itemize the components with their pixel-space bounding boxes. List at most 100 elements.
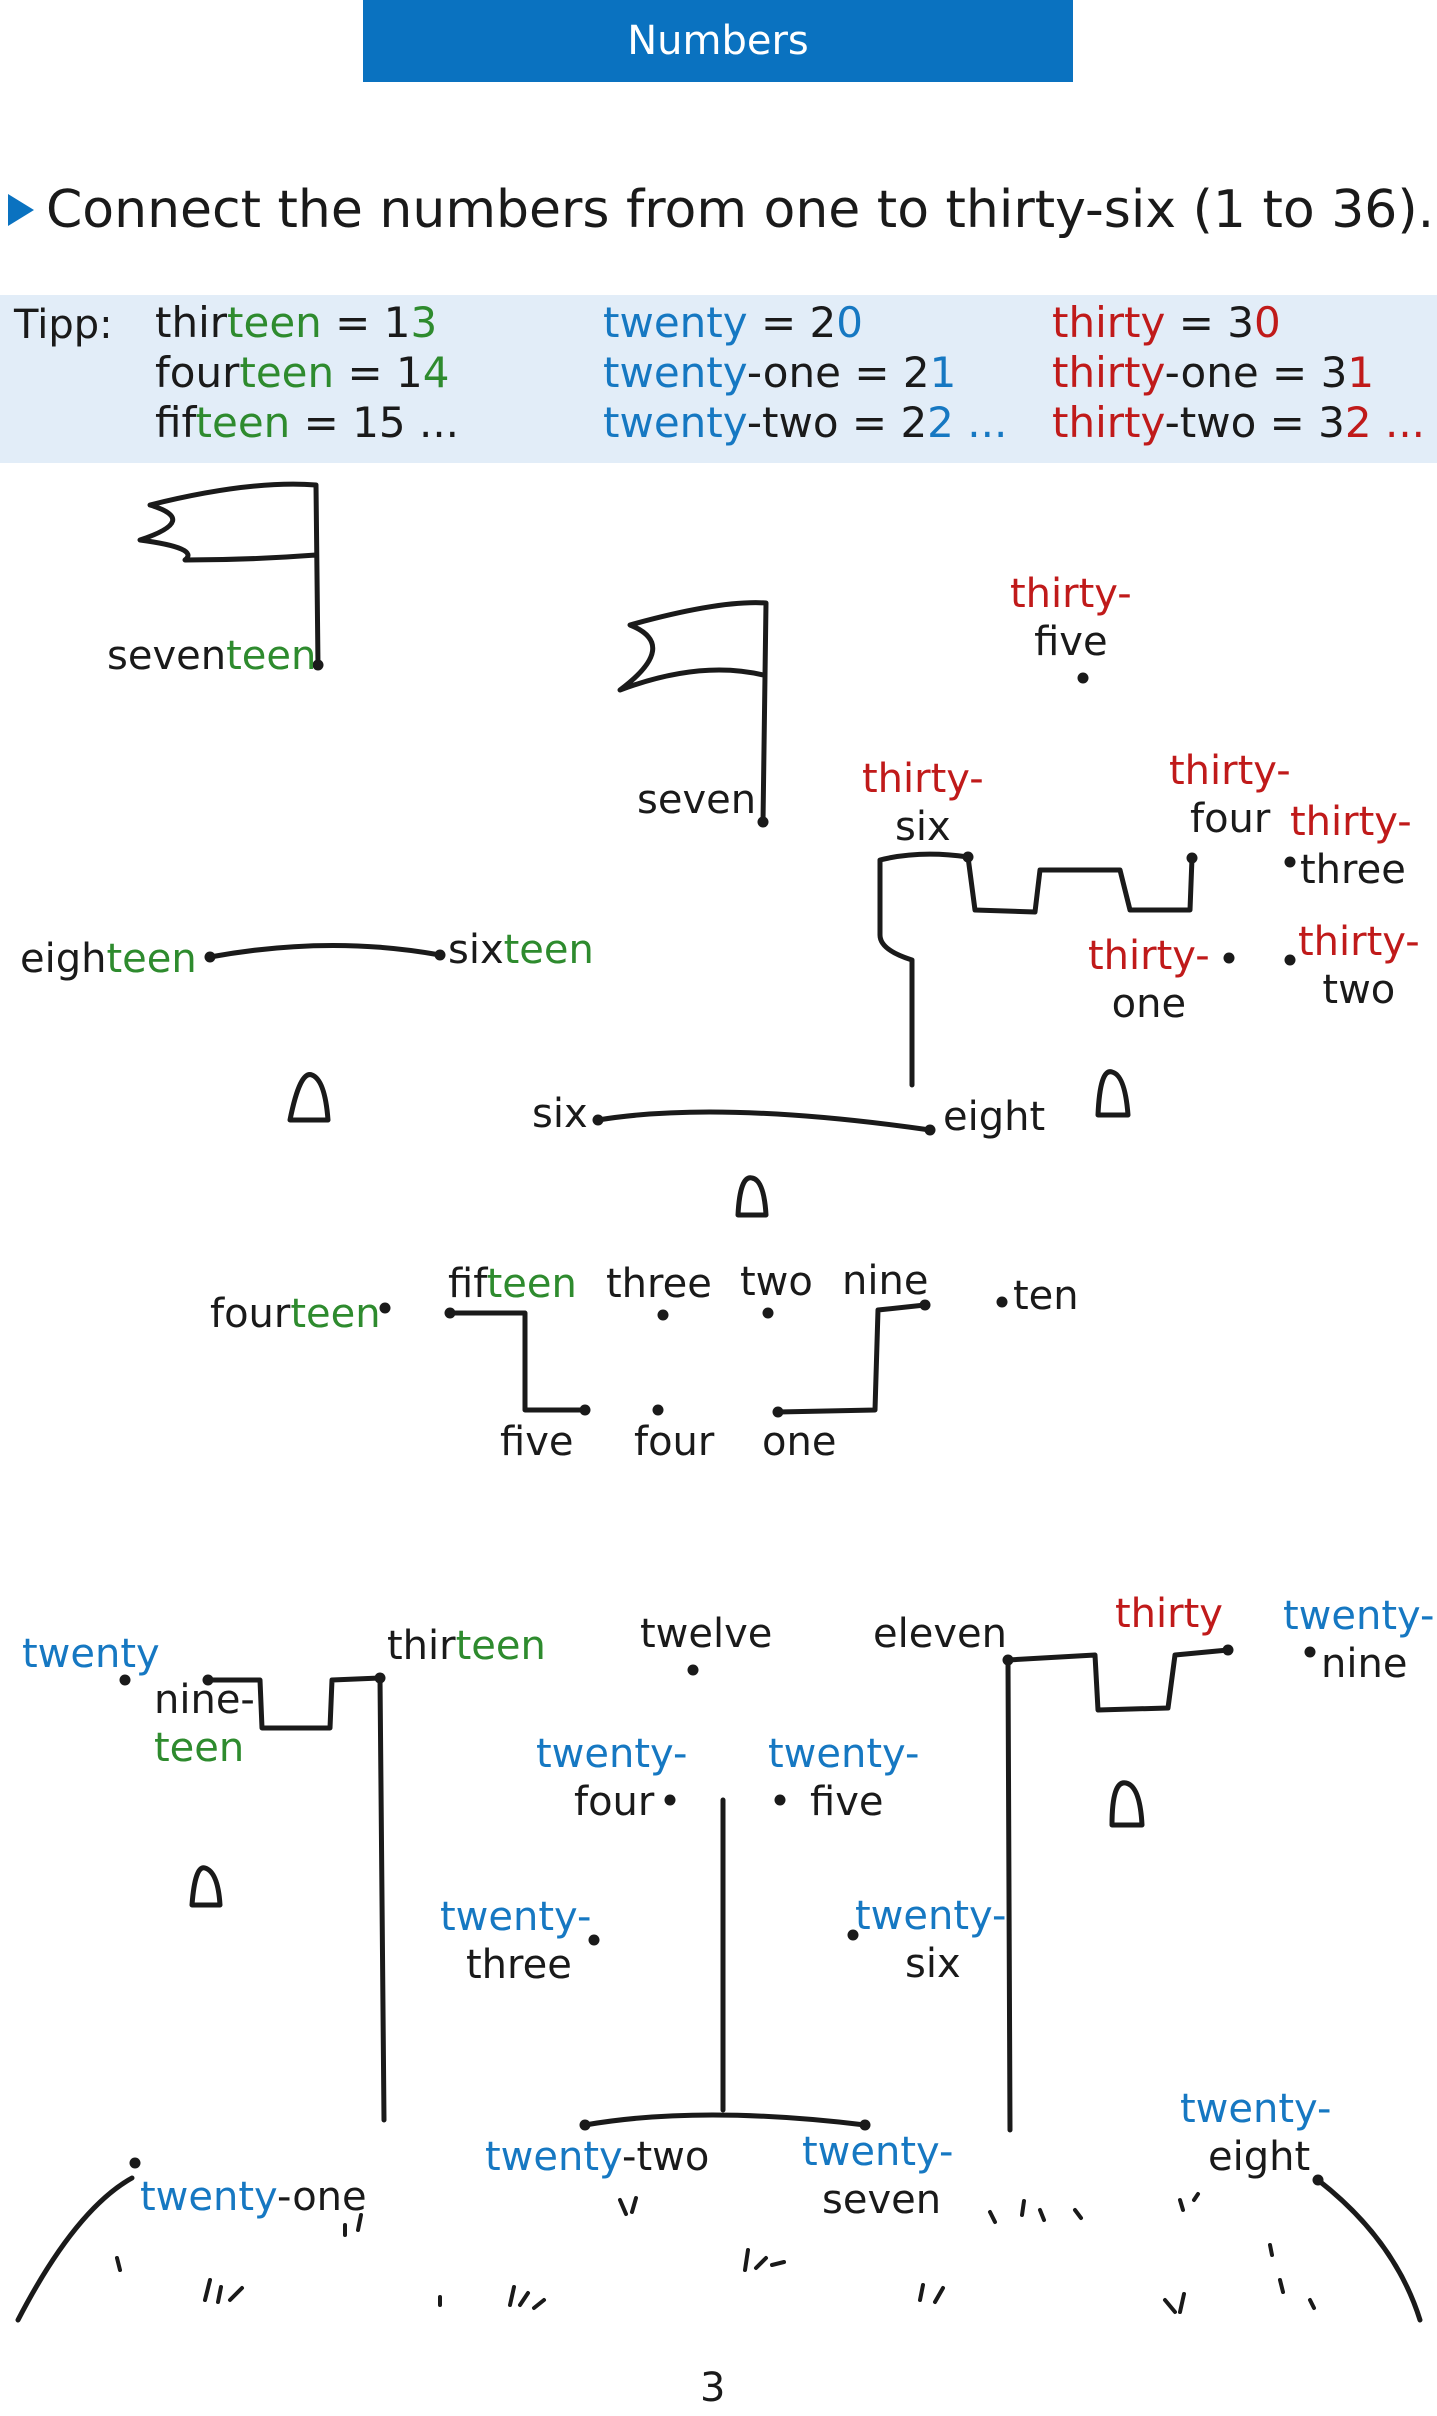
step-1-9 [775,1302,928,1415]
battlement-34-36 [965,854,1195,915]
tip-column-twenties: twenty = 20 twenty-one = 21 twenty-two =… [603,298,1007,448]
label-twenty-three: twenty-three [440,1894,592,1988]
number-dot[interactable] [579,2119,591,2131]
label-twenty-nine: twenty-nine [1283,1593,1435,1687]
label-thirty-six: thirty-six [862,756,984,850]
number-dot[interactable] [374,1672,386,1684]
header-title: Numbers [627,18,809,64]
label-sixteen: sixteen [448,927,594,973]
tip-row: twenty-one = 21 [603,348,957,397]
number-dot[interactable] [652,1404,664,1416]
flag-middle [617,600,769,825]
number-dot[interactable] [924,1124,936,1136]
battlement-11-30 [1005,1647,1231,1713]
instruction-text: Connect the numbers from one to thirty-s… [46,180,1435,240]
label-nineteen: nine-teen [154,1677,255,1771]
label-thirty-two: thirty-two [1298,919,1420,1013]
number-dot[interactable] [204,951,216,963]
hill-left [15,2175,135,2323]
door-upper-left [287,1072,331,1123]
number-dot[interactable] [962,851,974,863]
header-bar: Numbers [363,0,1073,82]
number-dot[interactable] [1312,2174,1324,2186]
number-dot[interactable] [1222,1644,1234,1656]
label-thirty-three: thirty-three [1290,799,1412,893]
tip-row: thirty-one = 31 [1052,348,1375,397]
line-18-16 [207,943,443,960]
tip-column-thirties: thirty = 30 thirty-one = 31 thirty-two =… [1052,298,1425,448]
door-lower-right [1109,1780,1145,1828]
number-dot[interactable] [1284,954,1296,966]
label-twenty: twenty [22,1631,160,1677]
number-dot[interactable] [772,1406,784,1418]
tip-row: fourteen = 14 [155,348,450,397]
number-dot[interactable] [129,2157,141,2169]
center-base [582,2112,868,2128]
number-dot[interactable] [762,1307,774,1319]
label-eleven: eleven [873,1611,1007,1657]
number-dot[interactable] [434,949,446,961]
label-thirty-one: thirty-one [1088,933,1210,1027]
number-dot[interactable] [757,816,769,828]
tip-column-teens: thirteen = 13 fourteen = 14 fifteen = 15… [155,298,459,448]
page-number: 3 [700,2365,726,2411]
label-three: three [606,1261,712,1307]
number-dot[interactable] [592,1114,604,1126]
number-dot[interactable] [588,1934,600,1946]
label-twenty-four: twenty-four [536,1731,688,1825]
tip-row: thirty-two = 32 ... [1052,398,1426,447]
battlement-19-13 [205,1675,383,1731]
label-twenty-one: twenty-one [140,2174,367,2220]
number-dot[interactable] [657,1309,669,1321]
number-dot[interactable] [1186,852,1198,864]
number-dot[interactable] [312,659,324,671]
number-dot[interactable] [859,2119,871,2131]
label-twenty-seven: twenty-seven [802,2129,954,2223]
label-eighteen: eighteen [20,936,197,982]
play-triangle-icon [8,194,34,226]
tip-box [0,295,1437,463]
right-tower-line [1005,1657,1013,2133]
left-tower-wall [877,851,971,1088]
tip-label: Tipp: [14,302,113,348]
door-lower-left [189,1865,223,1908]
label-twenty-two: twenty-two [485,2134,710,2180]
label-twenty-six: twenty-six [855,1893,1007,1987]
number-dot[interactable] [1304,1646,1316,1658]
number-dot[interactable] [919,1299,931,1311]
label-one: one [762,1419,837,1465]
number-dot[interactable] [687,1664,699,1676]
grass-marks [115,2192,1316,2314]
flag-left [137,481,321,668]
label-ten: ten [1013,1273,1079,1319]
instruction: Connect the numbers from one to thirty-s… [8,180,1434,240]
number-dot[interactable] [379,1302,391,1314]
number-dot[interactable] [1284,856,1296,868]
tip-row: twenty = 20 [603,298,863,347]
number-dot[interactable] [444,1307,456,1319]
label-twelve: twelve [640,1611,773,1657]
tip-row: twenty-two = 22 ... [603,398,1008,447]
label-thirty-five: thirty-five [1010,571,1132,665]
number-dot[interactable] [1223,952,1235,964]
door-upper-mid [735,1175,769,1218]
label-nine: nine [842,1258,929,1304]
label-fourteen: fourteen [210,1291,381,1337]
number-dot[interactable] [847,1929,859,1941]
number-dot[interactable] [774,1794,786,1806]
hill-right [1315,2177,1423,2323]
label-thirteen: thirteen [387,1623,546,1669]
label-five: five [500,1419,574,1465]
number-dot[interactable] [119,1674,131,1686]
number-dot[interactable] [1077,672,1089,684]
number-dot[interactable] [664,1794,676,1806]
tip-row: thirty = 30 [1052,298,1281,347]
number-dot[interactable] [579,1404,591,1416]
number-dot[interactable] [996,1296,1008,1308]
tip-row: thirteen = 13 [155,298,438,347]
label-twenty-eight: twenty-eight [1180,2086,1332,2180]
number-dot[interactable] [1002,1654,1014,1666]
number-dot[interactable] [202,1674,214,1686]
